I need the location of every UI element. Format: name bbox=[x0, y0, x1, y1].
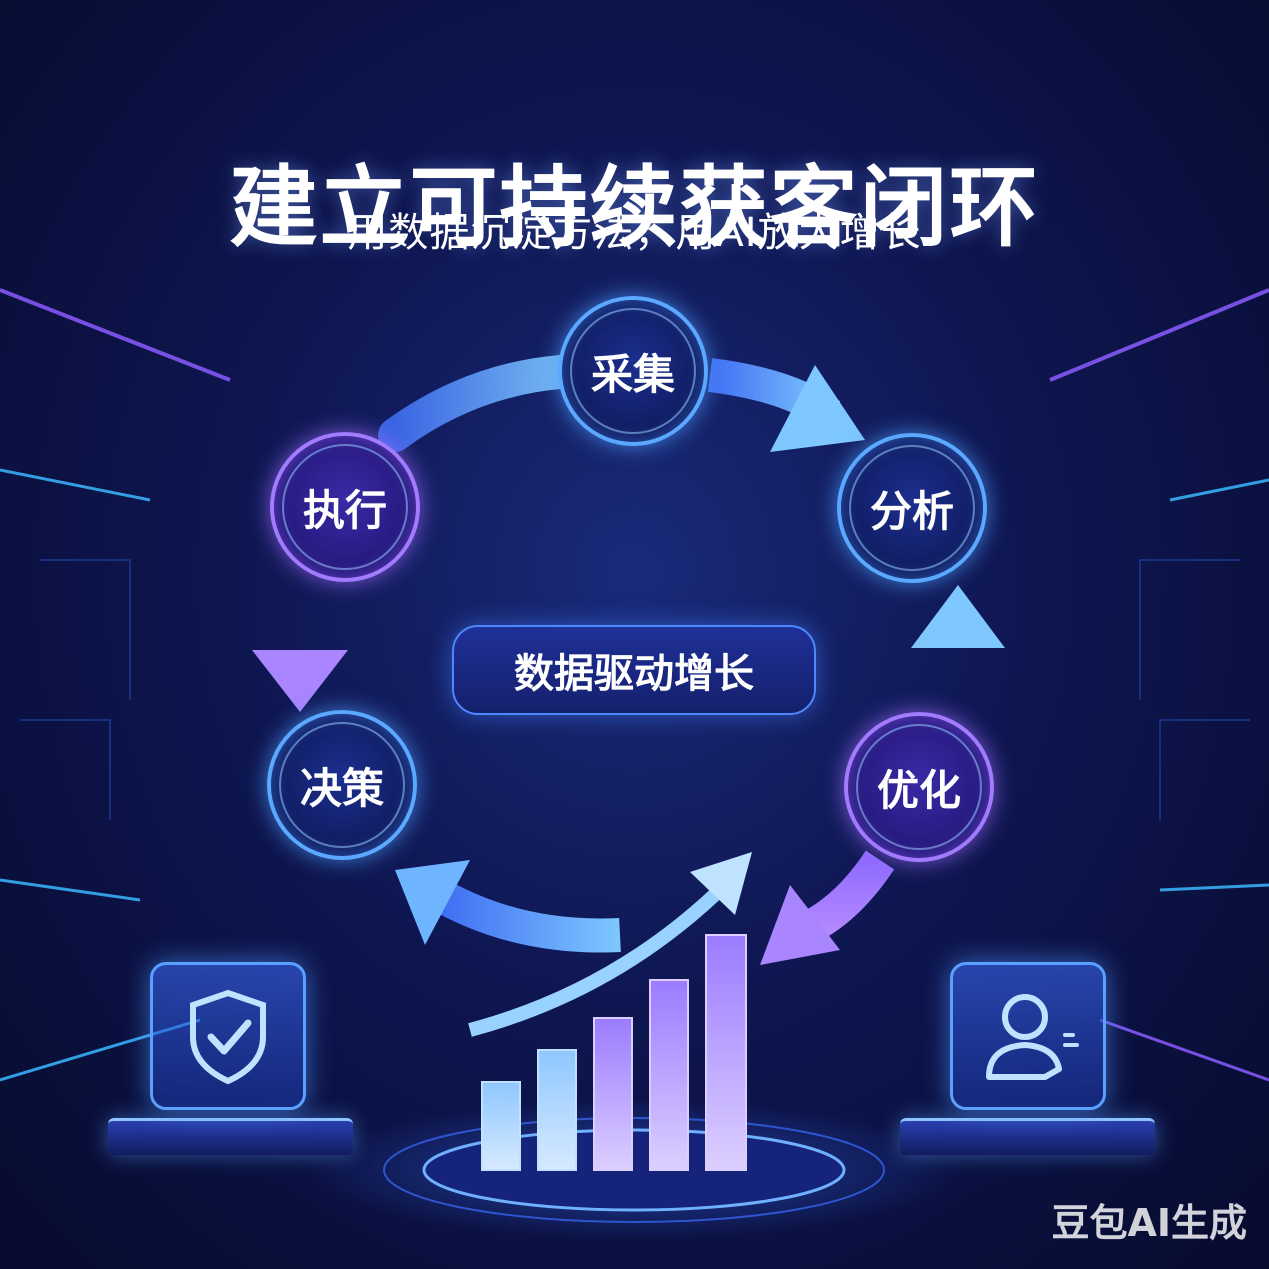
light-streaks bbox=[0, 288, 1269, 1082]
chart-bar bbox=[705, 934, 747, 1171]
bar-chart-growth-icon bbox=[481, 934, 747, 1171]
left-icon-panel bbox=[150, 962, 306, 1110]
loop-arrows bbox=[252, 355, 1005, 965]
circuit-lines bbox=[20, 559, 1250, 820]
shield-check-icon bbox=[190, 989, 266, 1085]
node-optimize: 优化 bbox=[844, 712, 994, 862]
growth-arrow bbox=[468, 852, 752, 1037]
node-analyze: 分析 bbox=[837, 433, 987, 583]
left-panel-base bbox=[108, 1118, 353, 1155]
watermark-text: 豆包AI生成 bbox=[1051, 1201, 1247, 1245]
chart-bar bbox=[481, 1081, 521, 1171]
node-execute: 执行 bbox=[270, 432, 420, 582]
chart-bar bbox=[649, 979, 689, 1171]
node-collect: 采集 bbox=[558, 296, 708, 446]
page-title: 建立可持续获客闭环 bbox=[229, 155, 1040, 259]
right-icon-panel bbox=[950, 962, 1106, 1110]
chart-bar bbox=[537, 1049, 577, 1171]
chart-podium-ring bbox=[383, 1117, 885, 1223]
node-decide: 决策 bbox=[267, 710, 417, 860]
center-label: 数据驱动增长 bbox=[452, 625, 816, 715]
right-panel-base bbox=[900, 1118, 1155, 1155]
page-subtitle: 用数据沉淀方法，用AI放大增长 bbox=[347, 210, 922, 256]
user-profile-icon bbox=[986, 994, 1079, 1080]
chart-bar bbox=[593, 1017, 633, 1171]
